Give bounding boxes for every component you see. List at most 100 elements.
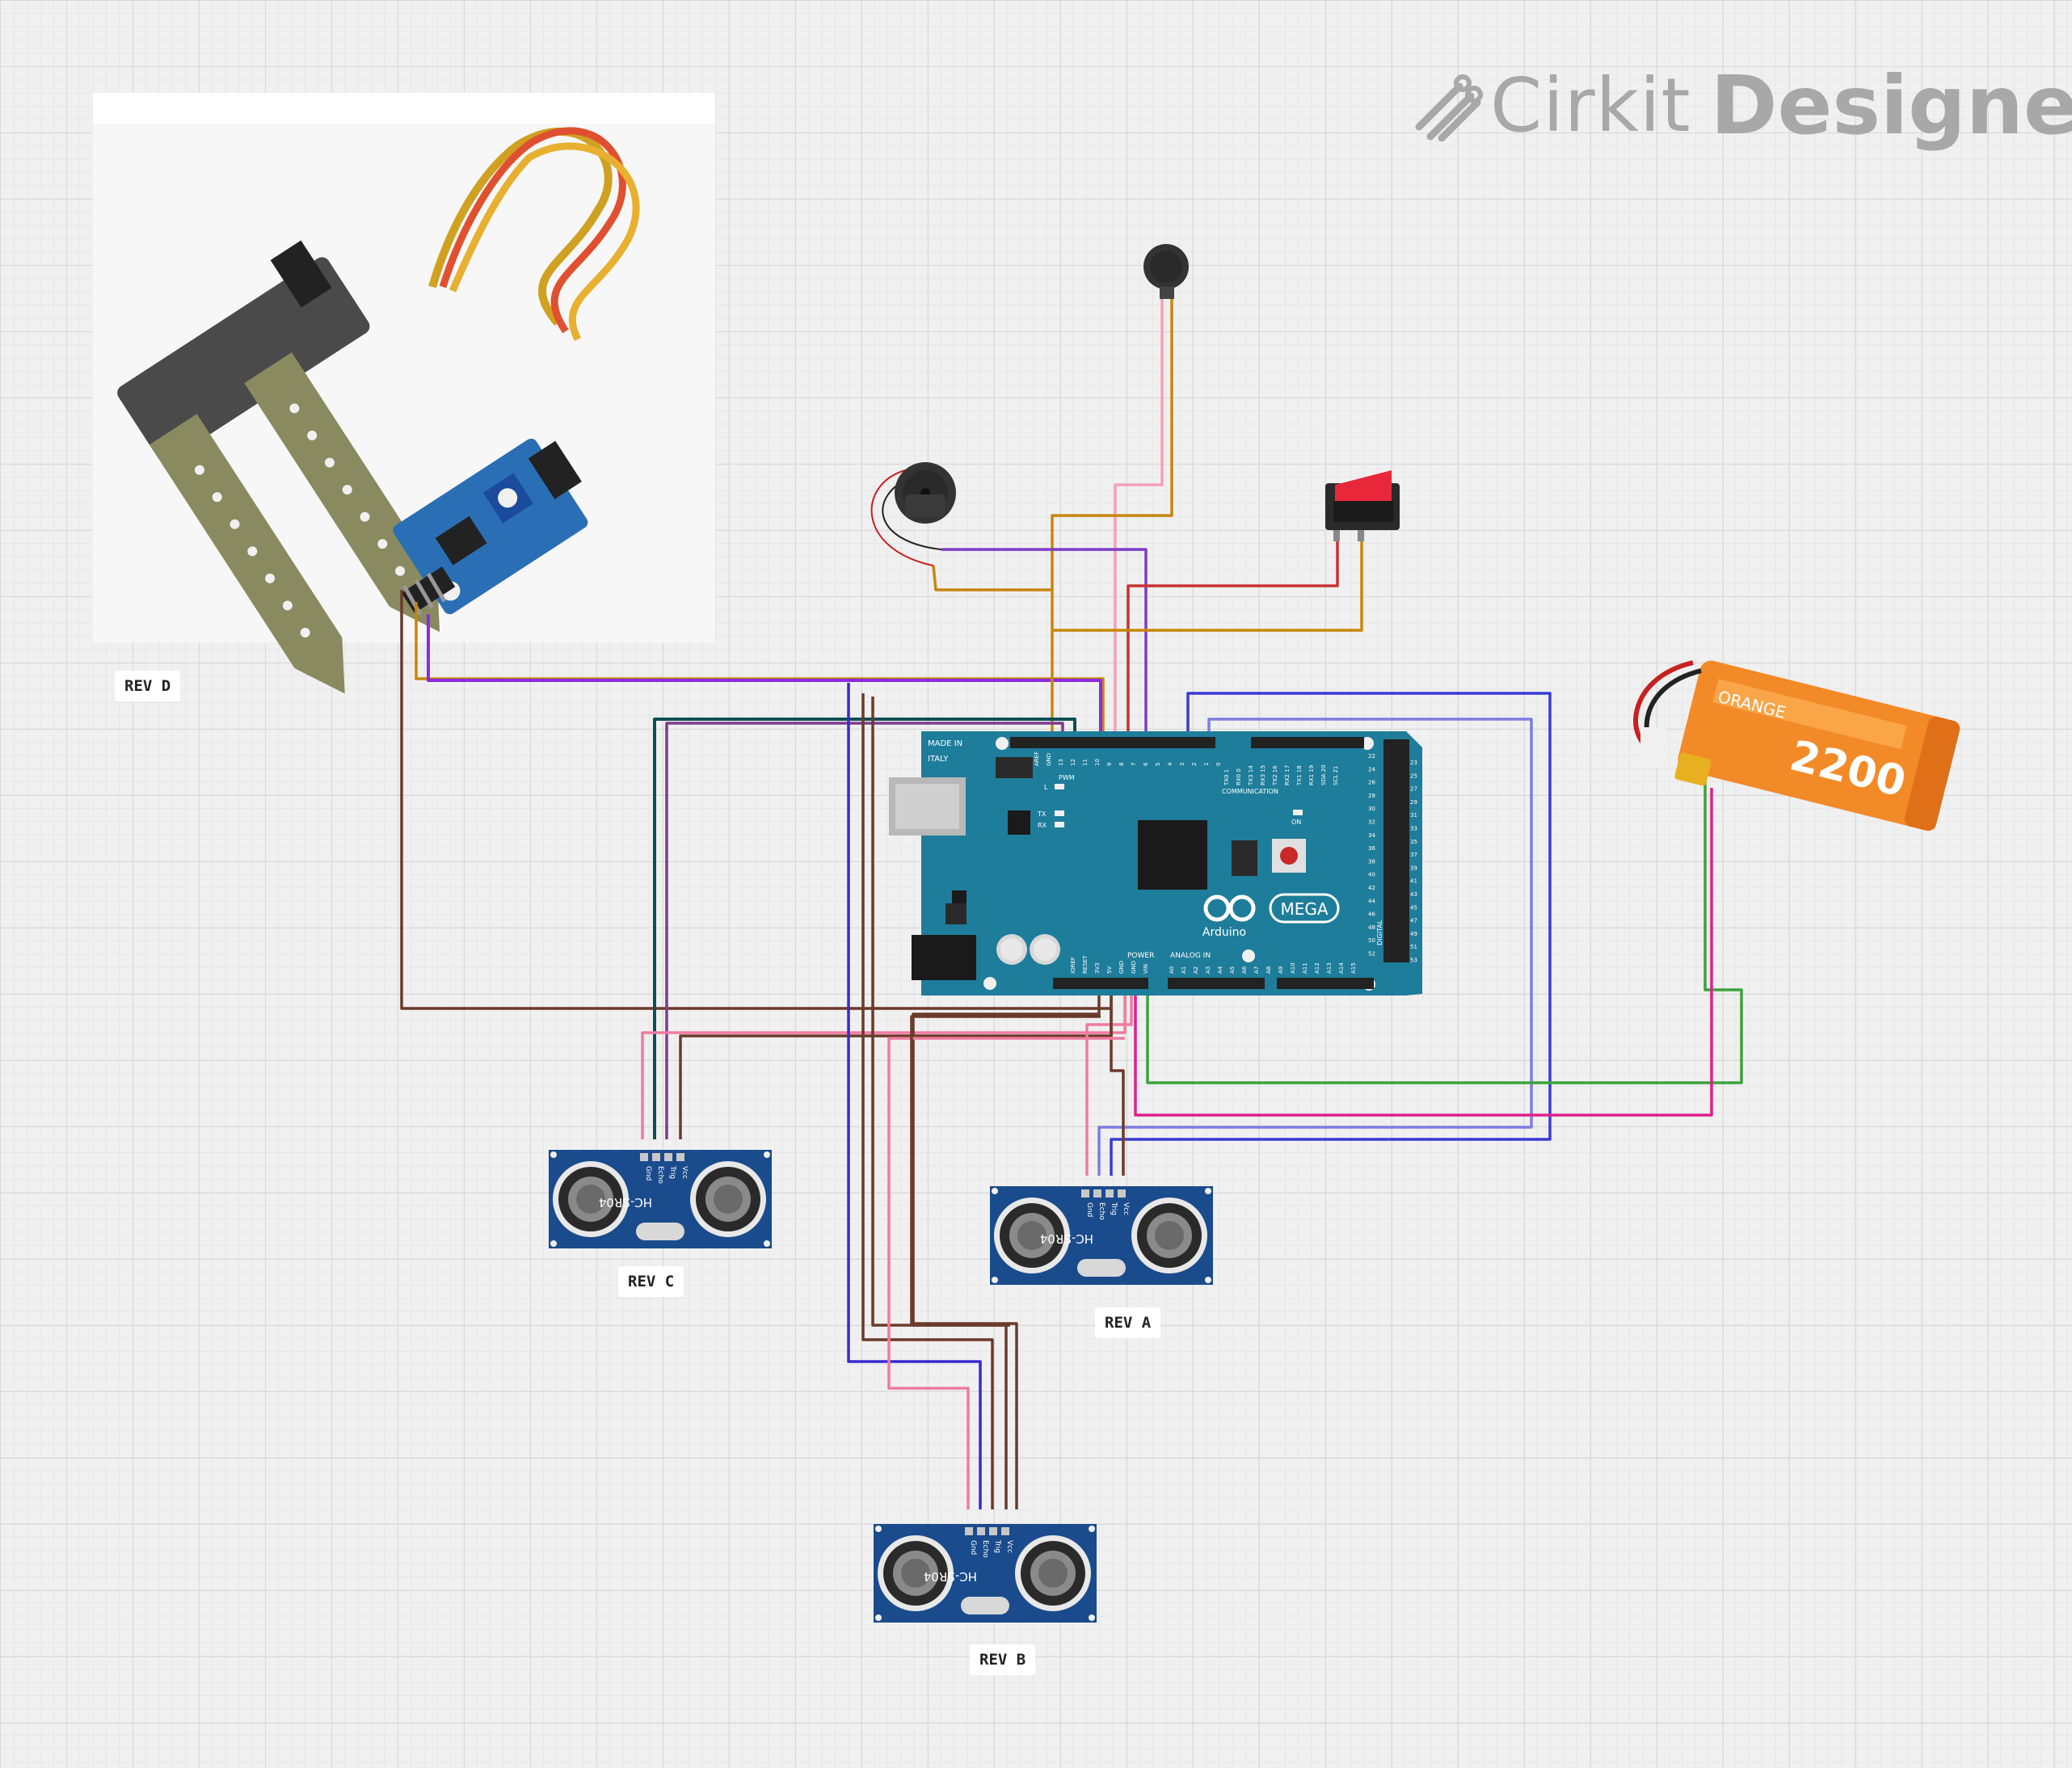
pin-label: 8 [1118,763,1125,766]
soil-moisture-sensor[interactable] [93,93,715,709]
sensor-model-label: HC-SR04 [599,1195,652,1210]
pin-label: 1 [1203,763,1210,766]
pin-label: 25 [1410,772,1417,779]
pin-label: 52 [1368,951,1375,958]
sensor-pin[interactable] [1001,1527,1009,1535]
sensor-model-label: HC-SR04 [924,1569,977,1584]
pin-label: A7 [1253,966,1260,974]
pin-label: AREF [1034,751,1040,766]
pin-label: 9 [1106,763,1113,766]
pin-label: 27 [1410,786,1417,793]
transducer [690,1161,766,1237]
pin-label: 47 [1410,918,1417,924]
label-rev-c: REV C [618,1266,684,1297]
digital-label: DIGITAL [1376,920,1383,945]
pin-label: 2 [1191,763,1198,766]
l-label: L [1044,784,1048,791]
sensor-pin[interactable] [640,1153,648,1161]
sensor-pin[interactable] [989,1527,997,1535]
sensor-pin-label: Echo [1097,1202,1105,1220]
pin-label: 39 [1410,865,1417,871]
label-rev-d: REV D [115,671,181,701]
sensor-pin[interactable] [664,1153,672,1161]
cirkit-designer-brand: Cirkit Designer [1413,58,2072,153]
sensor-pin-label: Vcc [680,1166,689,1179]
sensor-pin[interactable] [1093,1189,1101,1198]
pwm-label: PWM [1059,774,1075,781]
pin-label: A2 [1193,966,1199,974]
pin-label: SDA 20 [1320,764,1327,785]
tx-label: TX [1037,810,1047,818]
pin-label: A10 [1290,962,1296,974]
rocker-switch[interactable] [1325,470,1400,541]
sensor-pin[interactable] [965,1527,973,1535]
arduino-mega-board[interactable]: MEGA Arduino MADE IN ITALY PWM COMMUNICA… [889,731,1422,996]
transducer [1131,1198,1207,1273]
pin-label: 36 [1368,845,1375,852]
pin-label: 23 [1410,760,1417,766]
pin-label: 10 [1094,759,1101,766]
vibration-motor[interactable] [1143,244,1189,299]
pin-label: 35 [1410,839,1417,845]
pin-label: RESET [1082,955,1089,974]
sensor-pin-label: Trig [993,1539,1001,1553]
pin-label: 30 [1368,806,1375,812]
pin-label: 0 [1215,763,1222,766]
pin-label: 3 [1179,763,1186,766]
made-in-label: MADE IN [928,739,962,748]
pin-label: SCL 21 [1333,766,1339,785]
pin-label: 41 [1410,878,1417,885]
sensor-pin[interactable] [977,1527,985,1535]
pin-label: A3 [1205,966,1211,974]
pin-label: A4 [1217,966,1223,974]
pin-label: 29 [1410,799,1417,806]
pin-label: RX1 19 [1308,765,1315,785]
pin-label: 33 [1410,826,1417,832]
sensor-pin[interactable] [652,1153,660,1161]
label-rev-a: REV A [1095,1307,1161,1338]
arduino-brand-label: Arduino [1202,926,1246,939]
transducer [878,1535,954,1611]
pin-label: 45 [1410,904,1417,911]
pin-label: 44 [1368,898,1375,904]
italy-label: ITALY [928,755,949,764]
sensor-pin[interactable] [1105,1189,1114,1198]
piezo-buzzer[interactable] [895,462,956,524]
pin-label: 37 [1410,852,1417,858]
pin-label: 13 [1058,759,1064,766]
sensor-pin-label: Gnd [1085,1202,1093,1217]
pin-label: 24 [1368,766,1375,772]
sensor-pin-label: Gnd [969,1540,977,1555]
pin-label: A13 [1326,962,1333,974]
sensor-pin-label: Trig [668,1165,676,1179]
transducer [1015,1535,1091,1611]
pin-label: 46 [1368,911,1375,918]
pin-label: 7 [1131,763,1137,766]
brand-name-part1: Cirkit [1490,62,1691,149]
pin-label: 5 [1155,763,1161,766]
pin-label: 40 [1368,872,1375,878]
pin-label: TX3 14 [1248,765,1254,786]
brand-name-part2: Designer [1710,58,2072,153]
rx-label: RX [1038,822,1047,829]
pin-label: TX0 1 [1223,769,1230,786]
cirkit-logo-icon [1415,74,1483,141]
pin-label: VIN [1143,964,1149,974]
lipo-battery[interactable]: 2200 ORANGE [1633,659,1961,833]
sensor-pin-label: Echo [981,1540,989,1558]
sensor-pin[interactable] [676,1153,684,1161]
pin-label: RX0 0 [1236,768,1242,785]
sensor-pin-label: Vcc [1005,1540,1013,1553]
pin-label: 51 [1410,944,1417,950]
pin-label: A12 [1314,962,1320,974]
pin-label: A8 [1266,966,1272,974]
pin-label: 22 [1368,753,1375,760]
pin-label: 6 [1143,762,1149,766]
sensor-pin[interactable] [1081,1189,1089,1198]
pin-label: RX3 15 [1260,765,1266,785]
sensor-pin[interactable] [1118,1189,1126,1198]
